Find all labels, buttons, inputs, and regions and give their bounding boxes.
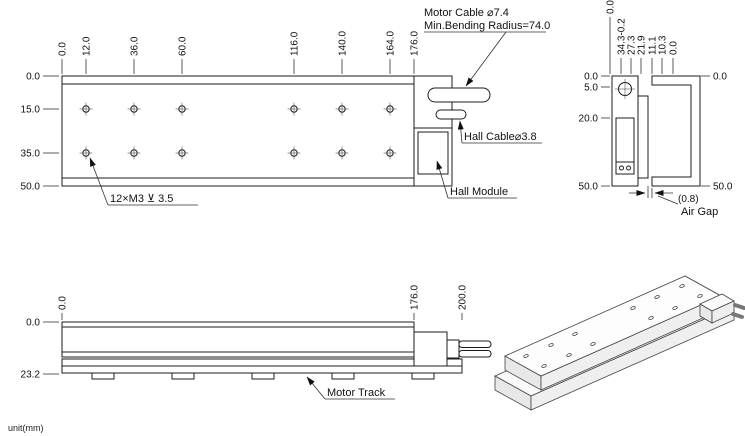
dim-label: 15.0: [21, 105, 41, 116]
iso-track-front: [530, 305, 735, 411]
motor-track-leader: [306, 376, 326, 400]
dim-label: 36.0: [130, 36, 141, 56]
elevation-view: 0.0 176.0 200.0 0.0 23.2: [21, 285, 492, 400]
mounting-hole: [79, 146, 93, 160]
plan-left-dimension-ticks: [43, 75, 59, 187]
motor-cable-note-line1: Motor Cable ⌀7.4: [424, 7, 509, 19]
dim-label: 0.0: [584, 72, 598, 83]
plan-top-dimension-ticks: [61, 59, 415, 74]
air-gap-dimension: (0.8) Air Gap: [629, 186, 718, 218]
dim-label: 50.0: [713, 182, 733, 193]
mounting-hole: [175, 146, 189, 160]
iso-motor-cable: [733, 303, 745, 310]
mounting-hole: [335, 102, 349, 116]
dim-label: 5.0: [584, 83, 598, 94]
mounting-hole: [175, 102, 189, 116]
mounting-hole: [127, 102, 141, 116]
units-note: unit(mm): [8, 423, 44, 433]
dim-label: 10.3: [658, 35, 669, 55]
motor-cable-shape: [427, 87, 491, 103]
hall-module-leader: [436, 160, 449, 199]
dim-label: 0.0: [713, 72, 727, 83]
motor-cable-note-line2: Min.Bending Radius=74.0: [424, 20, 550, 32]
dim-label: 116.0: [290, 31, 301, 56]
plan-annotations: Motor Cable ⌀7.4 Min.Bending Radius=74.0…: [89, 7, 550, 206]
section-geometry: [611, 75, 701, 187]
plan-top-dimension-labels: 0.0 12.0 36.0 60.0 116.0 140.0 164.0 176…: [58, 31, 421, 56]
elevation-top-dimension-labels: 0.0 176.0 200.0: [58, 285, 469, 310]
dim-label: 12.0: [82, 36, 93, 56]
dim-label: 0.0: [26, 318, 40, 329]
tap-note-leader: [89, 157, 109, 206]
dim-label: 0.0: [58, 296, 69, 310]
plan-left-dimension-labels: 0.0 15.0 35.0 50.0: [21, 72, 41, 193]
plan-view: 0.0 12.0 36.0 60.0 116.0 140.0 164.0 176…: [21, 7, 550, 206]
hall-module-note: Hall Module: [450, 186, 508, 198]
elevation-annotations: Motor Track: [306, 376, 395, 400]
tap-note: 12×M3 ⊻ 3.5: [110, 193, 173, 205]
plan-body-outline: [61, 75, 453, 187]
hall-module-block: [417, 131, 449, 175]
end-block-side: [413, 331, 448, 367]
track-section: [651, 75, 701, 187]
plan-mounting-holes: [79, 102, 397, 160]
mounting-hole: [127, 146, 141, 160]
hall-cable-leader: [457, 120, 464, 144]
elevation-top-dimension-ticks: [61, 313, 463, 320]
section-top-dimension-labels: 0.0 34.3-0.2 27.3 21.9 11.1 10.3 0.0: [606, 0, 680, 55]
cable-gland: [446, 339, 460, 359]
elevation-left-dimension-ticks: [43, 321, 59, 375]
dim-label: 200.0: [458, 285, 469, 310]
dim-label: 11.1: [648, 36, 659, 55]
dim-label: 0.0: [26, 72, 40, 83]
dim-label: 20.0: [579, 114, 599, 125]
section-left-dimension-labels: 0.0 5.0 20.0 50.0: [579, 72, 599, 193]
hall-cable-shape: [435, 109, 467, 120]
section-right-dimension-labels: 0.0 50.0: [713, 72, 733, 193]
hall-cable-note: Hall Cable⌀3.8: [464, 131, 537, 143]
isometric-view: [494, 275, 745, 411]
dim-label: 50.0: [579, 182, 599, 193]
dim-label: 34.3-0.2: [617, 18, 628, 55]
dim-label: 176.0: [410, 31, 421, 56]
section-left-dimension-ticks: [601, 75, 610, 187]
forcer-plate: [637, 95, 649, 179]
dim-label: 164.0: [386, 31, 397, 56]
section-right-dimension-ticks: [701, 75, 710, 187]
dim-label: 21.9: [637, 35, 648, 55]
elevation-geometry: [61, 321, 492, 380]
dim-label: 0.0: [58, 42, 69, 56]
mounting-hole: [383, 146, 397, 160]
mounting-hole: [287, 102, 301, 116]
iso-hall-cable: [731, 312, 744, 319]
iso-mounting-holes: [523, 284, 703, 368]
dim-label: 0.0: [669, 41, 680, 55]
air-gap-value: (0.8): [678, 194, 699, 205]
dim-label: 27.3: [627, 35, 638, 55]
dim-label: 50.0: [21, 182, 41, 193]
mounting-hole: [383, 102, 397, 116]
air-gap-label: Air Gap: [681, 206, 718, 218]
motor-track-note: Motor Track: [327, 387, 386, 399]
section-view: 0.0 34.3-0.2 27.3 21.9 11.1 10.3 0.0 0.0…: [579, 0, 733, 218]
motor-cable-side: [458, 340, 492, 348]
dim-label: 35.0: [21, 149, 41, 160]
hall-cable-side: [458, 350, 492, 358]
mounting-hole: [79, 102, 93, 116]
section-top-dimension-ticks: [609, 17, 674, 74]
mounting-hole: [335, 146, 349, 160]
mounting-hole: [287, 146, 301, 160]
dim-label: 23.2: [21, 370, 41, 381]
elevation-left-dimension-labels: 0.0 23.2: [21, 318, 41, 381]
dim-label: 0.0: [606, 0, 617, 14]
dim-label: 140.0: [338, 31, 349, 56]
motor-cable-leader: [465, 31, 507, 87]
hall-sensor-section: [615, 117, 635, 175]
dim-label: 176.0: [410, 285, 421, 310]
dim-label: 60.0: [178, 36, 189, 56]
